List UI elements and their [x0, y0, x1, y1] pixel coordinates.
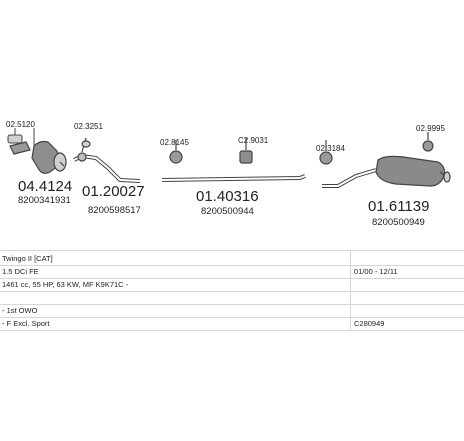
catalyst-part-drawing: [9, 140, 67, 174]
oem-number-2: 8200598517: [88, 205, 141, 216]
table-row: 1461 cc, 55 HP, 63 KW, MF K9K71C -: [0, 278, 464, 292]
clamp-label-1: 02.5120: [6, 120, 35, 129]
production-years: 01/00 - 12/11: [354, 267, 398, 276]
part-number-1: 04.4124: [18, 178, 72, 195]
table-row: Twingo II [CAT]: [0, 252, 464, 266]
table-row: - 1st OWO: [0, 304, 464, 318]
oem-number-3: 8200500944: [201, 206, 254, 217]
clamp-label-3b: C2.9031: [238, 136, 269, 145]
table-top-border: [0, 250, 464, 251]
clamp-label-4: 02.3184: [316, 144, 345, 153]
exhaust-parts-diagram: 02.5120 02.3251 02.8145 C2.9031 02.3184 …: [6, 120, 451, 228]
reference-code: C280949: [354, 319, 385, 328]
table-row: - F Excl. Sport C280949: [0, 317, 464, 331]
oem-number-1: 8200341931: [18, 195, 71, 206]
oem-number-4: 8200500949: [372, 217, 425, 228]
part-number-4: 01.61139: [368, 198, 429, 215]
rear-silencer-drawing: [319, 132, 451, 188]
clamp-1-drawing: [7, 128, 35, 146]
clamp-label-2: 02.3251: [74, 122, 103, 131]
part-number-2: 01.20027: [82, 183, 145, 200]
fitment-note-1: - 1st OWO: [2, 306, 38, 315]
table-column-divider: [350, 250, 351, 330]
middle-pipe-drawing: [161, 138, 306, 182]
clamp-label-4b: 02.9995: [416, 124, 445, 133]
part-number-3: 01.40316: [196, 188, 259, 205]
front-pipe-drawing: [73, 137, 141, 183]
fitment-note-2: - F Excl. Sport: [2, 319, 50, 328]
table-row: [0, 291, 464, 305]
engine-name: 1.5 DCi FE: [2, 267, 39, 276]
vehicle-model: Twingo II [CAT]: [2, 254, 53, 263]
engine-details: 1461 cc, 55 HP, 63 KW, MF K9K71C -: [2, 280, 129, 289]
table-row: 1.5 DCi FE 01/00 - 12/11: [0, 265, 464, 279]
clamp-label-3: 02.8145: [160, 138, 189, 147]
